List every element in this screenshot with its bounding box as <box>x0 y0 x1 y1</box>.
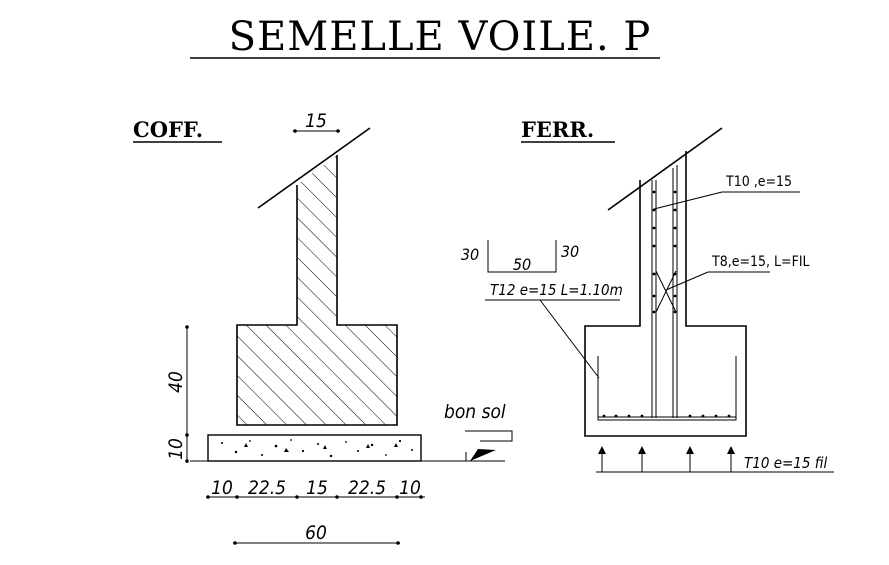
footing-bars-label: T12 e=15 L=1.10m <box>490 281 623 299</box>
soil-label: bon sol <box>444 401 506 423</box>
ferr-concrete-outline <box>584 151 747 437</box>
bar-left-leg: 30 <box>461 245 479 264</box>
blinding-stipple <box>221 439 413 458</box>
dim-tick <box>235 495 239 499</box>
ferraillage-section: FERR. 30 50 <box>461 117 834 473</box>
dim-tick <box>335 495 339 499</box>
ferraillage-label: FERR. <box>521 117 594 142</box>
wall-break-line <box>257 127 371 209</box>
stirrup-cross-b <box>655 270 677 313</box>
footing-outline <box>236 155 398 426</box>
dim-tick <box>206 495 210 499</box>
stirrups-label: T8,e=15, L=FIL <box>711 254 810 270</box>
footing-bar <box>597 356 737 421</box>
dim-tick <box>295 495 299 499</box>
wall-bar-dots <box>652 190 677 314</box>
wall-bars-leader <box>653 191 723 210</box>
coffrage-label: COFF. <box>133 117 203 142</box>
width-segment-4: 22.5 <box>348 477 386 499</box>
wall-bars-label: T10 ,e=15 <box>725 174 792 190</box>
dim-tick <box>396 541 400 545</box>
drawing-title: SEMELLE VOILE. P <box>229 14 652 60</box>
blinding-layer <box>207 434 422 462</box>
bar-right-leg: 30 <box>561 242 579 261</box>
wall-thickness-value: 15 <box>305 110 327 132</box>
title-block: SEMELLE VOILE. P <box>190 14 660 60</box>
soil-level-symbol <box>465 430 513 442</box>
dim-tick <box>395 495 399 499</box>
coffrage-section: COFF. 15 40 10 <box>133 110 513 545</box>
dim-tick <box>336 129 340 133</box>
soil-level-triangle <box>470 449 496 461</box>
dim-tick <box>419 495 423 499</box>
ferr-break-line <box>607 127 723 211</box>
total-width-value: 60 <box>305 522 327 544</box>
footing-height-value: 40 <box>165 371 187 393</box>
footing-hatch <box>237 155 397 425</box>
blinding-height-value: 10 <box>165 438 187 460</box>
width-segment-1: 10 <box>211 477 233 499</box>
dim-tick <box>233 541 237 545</box>
bar-middle: 50 <box>513 255 531 274</box>
footing-bars-leader <box>539 299 600 379</box>
dim-tick <box>293 129 297 133</box>
dim-tick <box>185 433 189 437</box>
width-segment-3: 15 <box>306 477 328 499</box>
footing-bar-dots <box>602 414 731 418</box>
distribution-arrows <box>598 446 735 472</box>
distribution-bars-label: T10 e=15 fil <box>744 454 827 472</box>
dim-tick <box>185 459 189 463</box>
dim-tick <box>185 325 189 329</box>
width-segment-5: 10 <box>399 477 421 499</box>
width-segment-2: 22.5 <box>248 477 286 499</box>
stirrups-leader <box>665 271 709 291</box>
bar-shape-sketch <box>487 240 557 273</box>
